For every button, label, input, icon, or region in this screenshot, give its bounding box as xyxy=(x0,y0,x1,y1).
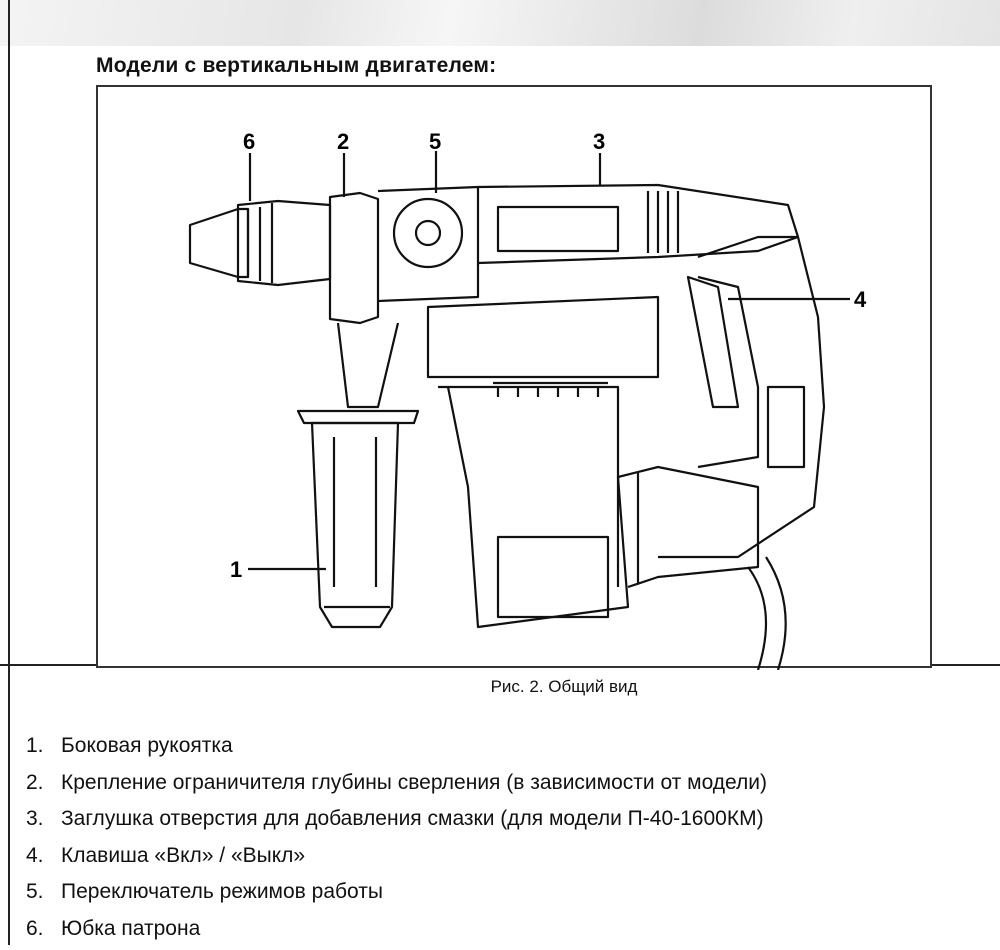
figure-frame: 6 2 5 3 4 1 xyxy=(96,85,932,668)
list-item: 5.Переключатель режимов работы xyxy=(26,877,767,914)
item-label: Юбка патрона xyxy=(61,917,200,940)
callout-2: 2 xyxy=(337,129,349,154)
page-border-left xyxy=(8,0,10,945)
section-heading: Модели с вертикальным двигателем: xyxy=(96,54,496,78)
item-label: Переключатель режимов работы xyxy=(61,880,383,903)
rotary-hammer-drawing: 6 2 5 3 4 1 xyxy=(98,87,934,670)
item-label: Крепление ограничителя глубины сверления… xyxy=(61,771,767,794)
list-item: 4.Клавиша «Вкл» / «Выкл» xyxy=(26,841,767,878)
mode-switch xyxy=(394,199,462,267)
side-handle xyxy=(338,323,398,407)
item-label: Заглушка отверстия для добавления смазки… xyxy=(61,807,764,830)
item-label: Клавиша «Вкл» / «Выкл» xyxy=(61,844,305,867)
item-label: Боковая рукоятка xyxy=(61,734,233,757)
item-number: 3. xyxy=(26,804,61,834)
item-number: 6. xyxy=(26,914,61,944)
callout-6: 6 xyxy=(243,129,255,154)
item-number: 4. xyxy=(26,841,61,871)
parts-list: 1.Боковая рукоятка 2.Крепление ограничит… xyxy=(26,731,767,950)
trigger xyxy=(688,277,738,407)
power-cord xyxy=(748,557,786,670)
depth-stop-mount xyxy=(330,193,378,323)
callout-1: 1 xyxy=(230,557,242,582)
callout-3: 3 xyxy=(593,129,605,154)
callout-5: 5 xyxy=(429,129,441,154)
motor-housing xyxy=(428,297,658,377)
chuck xyxy=(190,209,248,277)
list-item: 1.Боковая рукоятка xyxy=(26,731,767,768)
background-banner xyxy=(0,0,1000,46)
rear-handle xyxy=(658,237,824,557)
figure-caption: Рис. 2. Общий вид xyxy=(0,677,1000,697)
item-number: 2. xyxy=(26,768,61,798)
list-item: 3.Заглушка отверстия для добавления смаз… xyxy=(26,804,767,841)
item-number: 5. xyxy=(26,877,61,907)
callout-4: 4 xyxy=(854,287,867,312)
item-number: 1. xyxy=(26,731,61,761)
list-item: 2.Крепление ограничителя глубины сверлен… xyxy=(26,768,767,805)
